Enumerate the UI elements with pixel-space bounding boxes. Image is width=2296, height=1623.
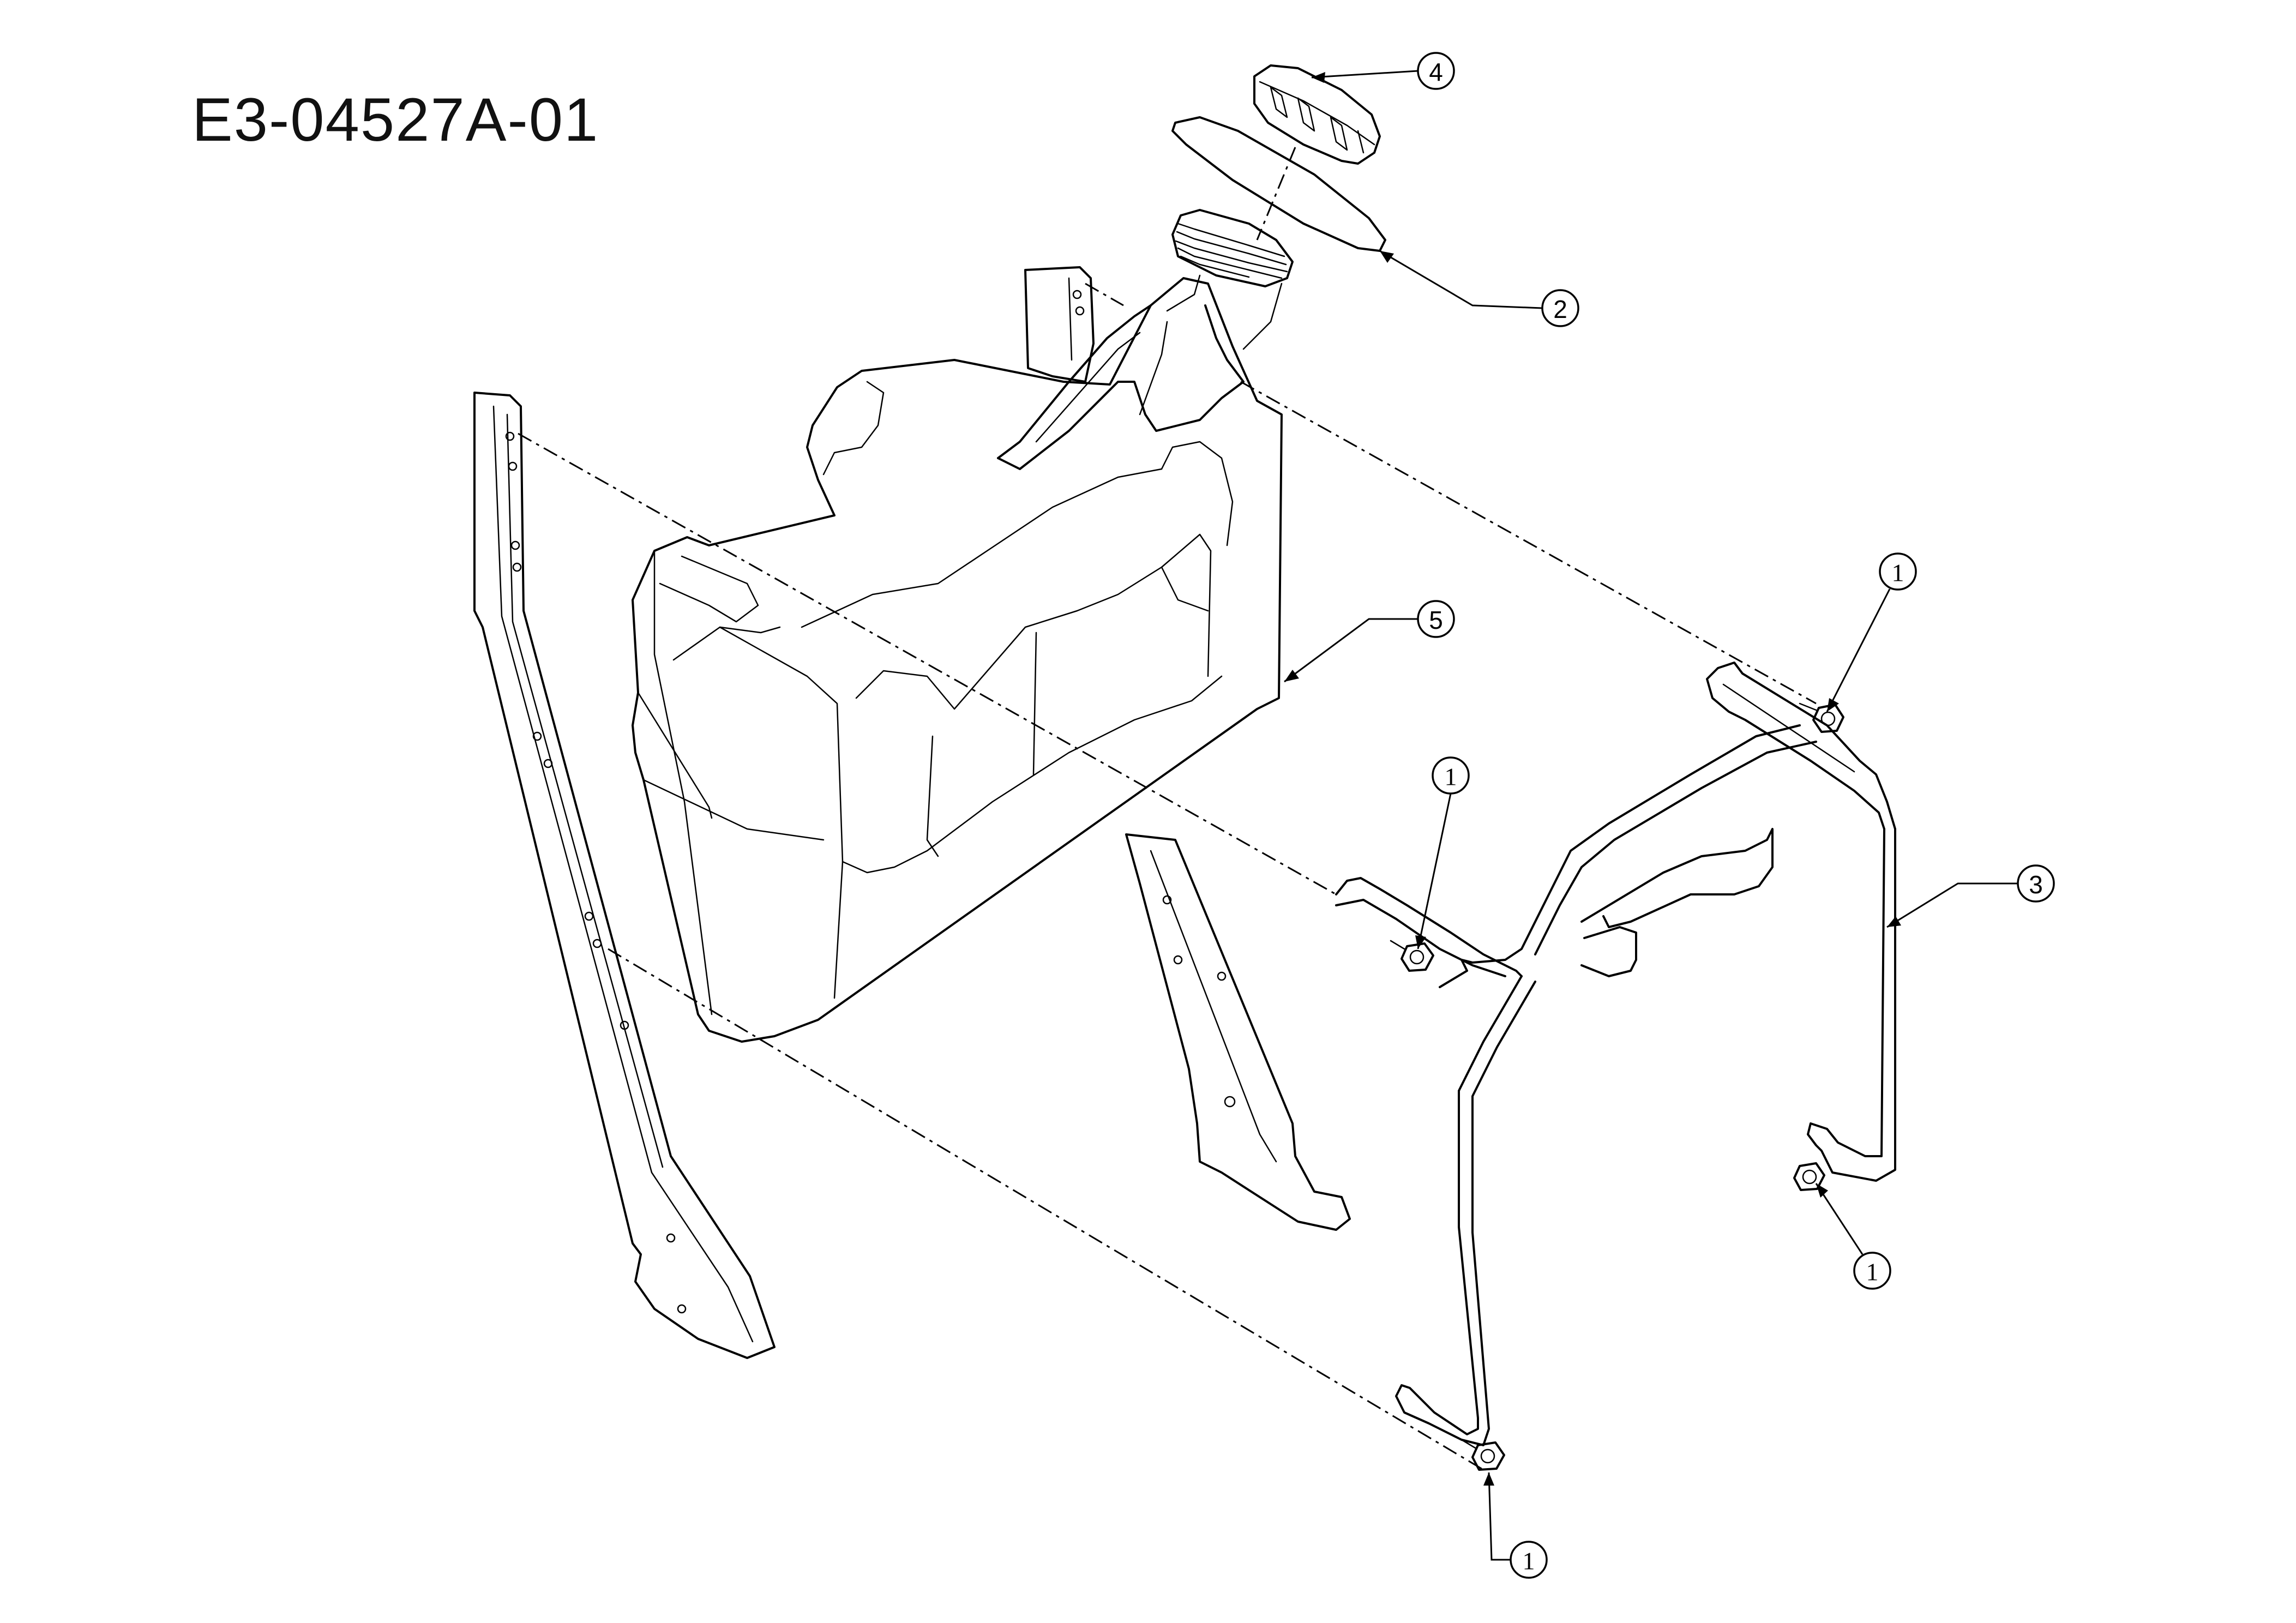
callout-bubble-4: 4 <box>1417 52 1455 90</box>
callout-bubble-2: 2 <box>1541 289 1579 327</box>
callout-label-1-bottom: 1 <box>1523 1547 1535 1575</box>
callout-label-4: 4 <box>1429 58 1443 86</box>
leader-lines <box>1284 70 2018 1561</box>
callout-label-1-upper: 1 <box>1892 559 1904 587</box>
diagram-title: E3-04527A-01 <box>192 86 599 154</box>
bolt-bottom <box>1460 1439 1505 1471</box>
bolt-lower-right <box>1793 1162 1825 1191</box>
tank-bracket-frame <box>1335 662 1896 1446</box>
callout-bubble-5: 5 <box>1417 600 1455 638</box>
callout-bubble-1-center: 1 <box>1432 756 1470 795</box>
bolt-center <box>1390 940 1434 972</box>
callout-bubble-1-upper: 1 <box>1879 552 1917 591</box>
left-bracket-holes <box>505 431 687 1314</box>
rear-support-bracket <box>1024 266 1351 1231</box>
callout-bubble-1-bottom: 1 <box>1510 1541 1548 1579</box>
callout-label-2: 2 <box>1553 295 1567 323</box>
left-support-bracket <box>473 392 776 1359</box>
callout-label-1-center: 1 <box>1445 763 1457 791</box>
fuel-tank <box>632 277 1283 1043</box>
callout-label-3: 3 <box>2029 870 2043 899</box>
assembly-center-lines <box>518 147 1817 1471</box>
cap-gasket <box>1171 116 1386 252</box>
callout-bubble-1-right: 1 <box>1853 1252 1891 1290</box>
bolt-upper-right <box>1799 702 1844 733</box>
filler-neck-threads <box>1166 209 1294 350</box>
fuel-cap <box>1253 64 1381 165</box>
callout-label-5: 5 <box>1429 606 1443 634</box>
callout-label-1-right: 1 <box>1866 1258 1879 1286</box>
callout-bubble-3: 3 <box>2017 864 2055 903</box>
